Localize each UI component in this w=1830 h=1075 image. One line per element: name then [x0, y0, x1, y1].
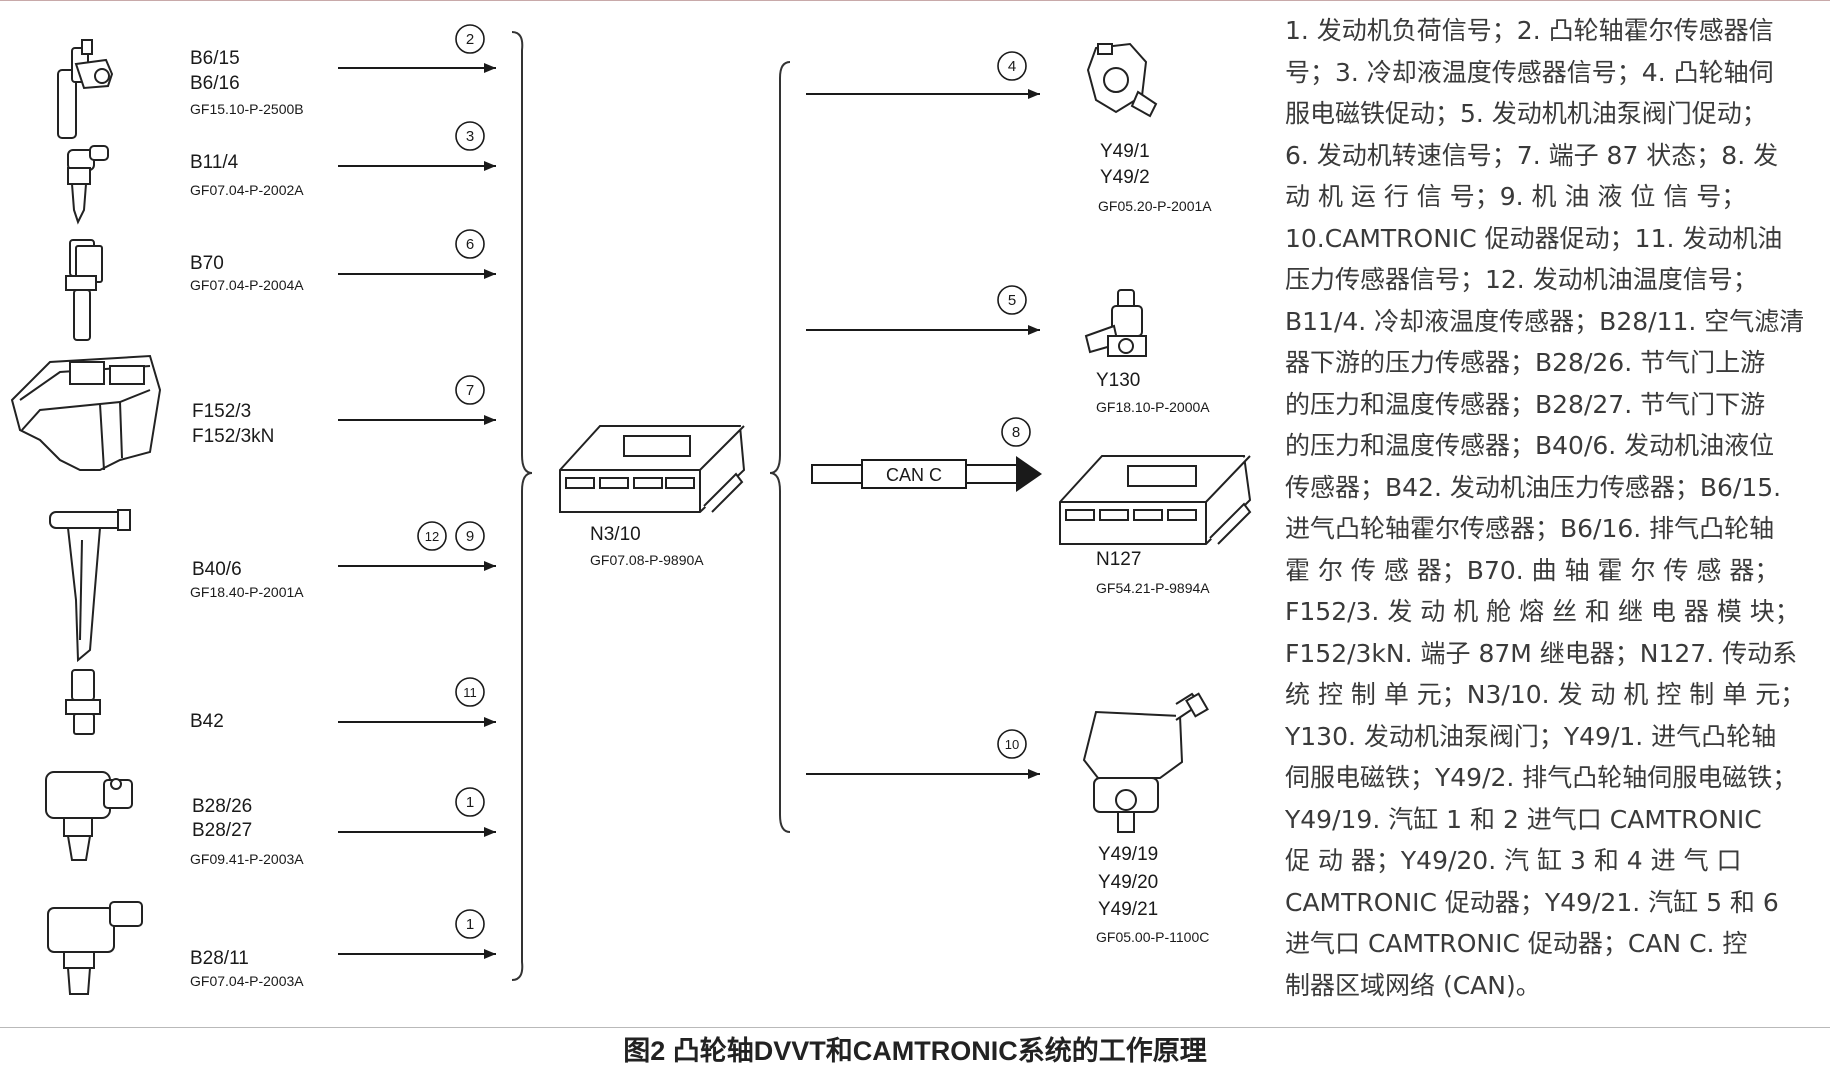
camshaft-hall-sensor-icon: [57, 39, 114, 139]
component-label-b28-11: B28/11: [190, 948, 249, 969]
signal-number-3: 3: [466, 128, 474, 145]
signal-number-6: 6: [466, 236, 474, 253]
fuse-relay-module-icon: [10, 354, 162, 471]
component-label-y49-21: Y49/21: [1098, 899, 1159, 920]
legend-line: F152/3. 发 动 机 舱 熔 丝 和 继 电 器 模 块；: [1285, 597, 1800, 626]
component-code: GF54.21-P-9894A: [1096, 580, 1210, 596]
component-label-y49-1: Y49/1: [1100, 141, 1150, 162]
signal-number-1a: 1: [466, 794, 474, 811]
legend-line: 进气凸轮轴霍尔传感器；B6/16. 排气凸轮轴: [1285, 514, 1775, 543]
component-label-b28-27: B28/27: [192, 820, 253, 841]
signal-number-1b: 1: [466, 916, 474, 933]
component-label-f152-3: F152/3: [192, 401, 252, 422]
component-label-b40-6: B40/6: [192, 559, 242, 580]
component-code: GF09.41-P-2003A: [190, 851, 304, 867]
input-arrows: [338, 63, 496, 959]
component-code: GF18.10-P-2000A: [1096, 399, 1210, 415]
component-label-y49-20: Y49/20: [1098, 872, 1159, 893]
output-arrows: [806, 89, 1040, 779]
legend-line: F152/3kN. 端子 87M 继电器；N127. 传动系: [1285, 638, 1798, 668]
legend-line: 号；3. 冷却液温度传感器信号；4. 凸轮轴伺: [1285, 57, 1774, 87]
component-label-y49-19: Y49/19: [1098, 844, 1159, 865]
coolant-temp-sensor-icon: [67, 145, 109, 225]
legend-line: 进气口 CAMTRONIC 促动器；CAN C. 控: [1285, 929, 1748, 958]
oil-pump-valve-icon: [1084, 289, 1147, 357]
component-label-y130: Y130: [1096, 370, 1141, 391]
legend-line: 制器区域网络 (CAN)。: [1285, 970, 1541, 1000]
component-label-f152-3kn: F152/3kN: [192, 426, 275, 447]
legend-text: 1. 发动机负荷信号；2. 凸轮轴霍尔传感器信号；3. 冷却液温度传感器信号；4…: [1285, 10, 1805, 1006]
component-label-b28-26: B28/26: [192, 796, 253, 817]
can-c-bus-arrow: CAN C: [811, 456, 1042, 492]
signal-number-5: 5: [1008, 292, 1016, 309]
output-bracket: [769, 61, 791, 833]
legend-line: 10.CAMTRONIC 促动器促动；11. 发动机油: [1285, 223, 1783, 253]
legend-line: 器下游的压力传感器；B28/26. 节气门上游: [1285, 348, 1766, 377]
component-label-y49-2: Y49/2: [1100, 167, 1150, 188]
pressure-sensor-icon: [47, 901, 143, 995]
crankshaft-hall-sensor-icon: [65, 239, 103, 341]
legend-line: 统 控 制 单 元；N3/10. 发 动 机 控 制 单 元；: [1285, 680, 1806, 709]
powertrain-control-unit-icon: [1059, 455, 1252, 545]
component-label-n3-10: N3/10: [590, 524, 641, 545]
legend-line: 促 动 器；Y49/20. 汽 缸 3 和 4 进 气 口: [1285, 846, 1742, 875]
can-c-label-box: [861, 459, 967, 489]
component-label-b11-4: B11/4: [190, 152, 239, 173]
input-bracket: [511, 31, 533, 981]
signal-number-8: 8: [1012, 424, 1020, 441]
oil-pressure-sensor-icon: [65, 669, 101, 735]
legend-line: 霍 尔 传 感 器；B70. 曲 轴 霍 尔 传 感 器；: [1285, 555, 1780, 585]
pressure-temp-sensor-icon: [45, 771, 133, 861]
component-label-n127: N127: [1096, 549, 1142, 570]
component-code: GF07.04-P-2003A: [190, 973, 304, 989]
figure-caption: 图2 凸轮轴DVVT和CAMTRONIC系统的工作原理: [623, 1036, 1207, 1066]
legend-line: 的压力和温度传感器；B40/6. 发动机油液位: [1285, 431, 1775, 460]
camshaft-solenoid-icon: [1086, 42, 1158, 118]
legend-line: 6. 发动机转速信号；7. 端子 87 状态；8. 发: [1285, 140, 1779, 170]
signal-number-9: 9: [466, 528, 474, 545]
component-label-b6-15: B6/15: [190, 48, 240, 69]
component-label-b70: B70: [190, 253, 224, 274]
signal-circles: 2 3 6 7 12 9 11 1 1 4 5 8 10: [417, 24, 1031, 939]
legend-line: Y130. 发动机油泵阀门；Y49/1. 进气凸轮轴: [1285, 721, 1777, 751]
figure-frame: [0, 0, 1830, 1028]
legend-line: Y49/19. 汽缸 1 和 2 进气口 CAMTRONIC: [1285, 804, 1762, 834]
legend-line: 压力传感器信号；12. 发动机油温度信号；: [1285, 265, 1758, 294]
camtronic-actuator-icon: [1082, 692, 1209, 833]
can-c-label: CAN C: [886, 465, 942, 485]
signal-number-7: 7: [466, 382, 474, 399]
component-label-b42: B42: [190, 711, 224, 732]
component-code: GF05.20-P-2001A: [1098, 198, 1212, 214]
component-code: GF07.08-P-9890A: [590, 552, 704, 568]
engine-control-unit-icon: [559, 425, 746, 513]
signal-number-11: 11: [463, 685, 477, 700]
legend-line: 伺服电磁铁；Y49/2. 排气凸轮轴伺服电磁铁；: [1285, 763, 1798, 792]
legend-line: 服电磁铁促动；5. 发动机机油泵阀门促动；: [1285, 99, 1767, 128]
component-code: GF18.40-P-2001A: [190, 584, 304, 600]
component-code: GF07.04-P-2002A: [190, 182, 304, 198]
legend-line: 1. 发动机负荷信号；2. 凸轮轴霍尔传感器信: [1285, 16, 1774, 45]
legend-line: 动 机 运 行 信 号；9. 机 油 液 位 信 号；: [1285, 182, 1747, 211]
legend-line: 传感器；B42. 发动机油压力传感器；B6/15.: [1285, 472, 1782, 502]
component-code: GF07.04-P-2004A: [190, 277, 304, 293]
component-label-b6-16: B6/16: [190, 73, 240, 94]
legend-line: B11/4. 冷却液温度传感器；B28/11. 空气滤清: [1285, 306, 1805, 336]
signal-number-4: 4: [1008, 58, 1016, 75]
signal-number-12: 12: [425, 529, 439, 544]
oil-level-sensor-icon: [49, 509, 131, 663]
component-code: GF05.00-P-1100C: [1096, 929, 1210, 945]
signal-number-2: 2: [466, 31, 474, 48]
schematic-diagram: CAN C 2 3 6 7 12 9 11 1 1 4 5 8 10: [10, 24, 1252, 995]
component-code: GF15.10-P-2500B: [190, 101, 304, 117]
legend-line: 的压力和温度传感器；B28/27. 节气门下游: [1285, 389, 1766, 419]
signal-number-10: 10: [1005, 737, 1019, 752]
legend-line: CAMTRONIC 促动器；Y49/21. 汽缸 5 和 6: [1285, 887, 1779, 917]
